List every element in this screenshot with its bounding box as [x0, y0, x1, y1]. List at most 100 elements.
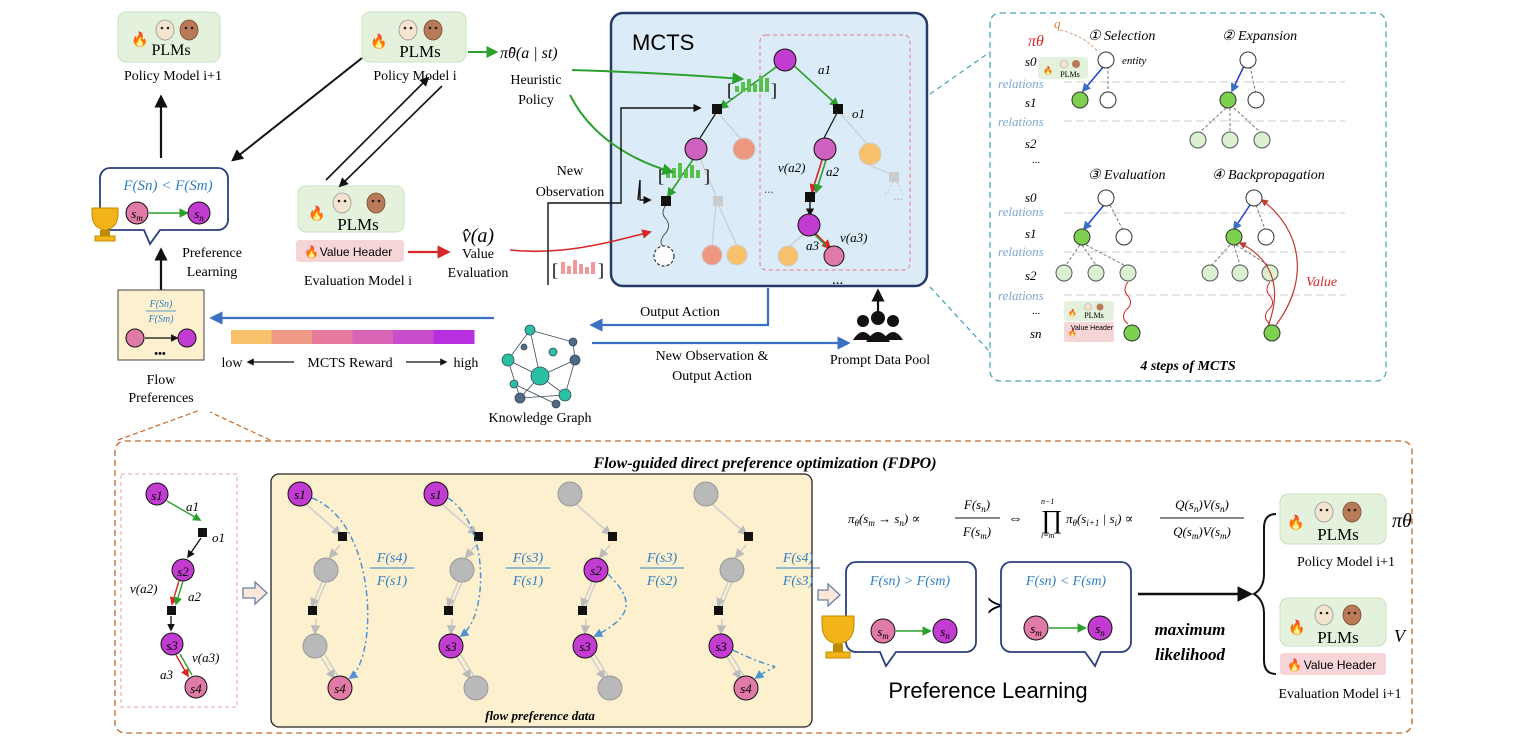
mcts-a3: a3 — [806, 238, 820, 253]
state-node — [287, 481, 313, 507]
state-node — [719, 557, 745, 583]
small-plms: PLMs — [1060, 70, 1080, 79]
bear-icon — [1342, 501, 1362, 523]
flow-edge — [310, 618, 321, 635]
step-expansion: ② Expansion — [1222, 29, 1297, 44]
preference-learning-label-2: Learning — [187, 265, 238, 280]
state-node — [583, 557, 609, 583]
flow-dots: ••• — [154, 348, 166, 360]
flow-edge — [734, 544, 747, 559]
svg-text:🔥: 🔥 — [1068, 328, 1077, 337]
alpaca-icon — [332, 192, 352, 214]
row-s1: s1 — [1025, 95, 1037, 110]
action-node — [744, 532, 753, 541]
fdpo-s3: s3 — [166, 638, 178, 653]
policy-model-next-bottom-label: Policy Model i+1 — [1297, 555, 1395, 570]
row-s2-b: s2 — [1025, 268, 1037, 283]
mcts-ellipsis-2: ... — [893, 188, 903, 203]
row-relations-3: relations — [998, 204, 1044, 219]
mcts-box: MCTS a — [609, 11, 929, 288]
row-relations-4: relations — [998, 244, 1044, 259]
evaluation-model-i-label: Evaluation Model i — [304, 274, 412, 289]
mcts-va2: v(a2) — [778, 160, 805, 175]
pref-lt: F(sn) < F(sm) — [1025, 574, 1107, 589]
svg-text:F(sm): F(sm) — [962, 524, 991, 541]
fdpo-box: Flow-guided direct preference optimizati… — [114, 440, 1413, 734]
flow-edge — [721, 581, 733, 607]
preference-learning-label: Preference — [182, 246, 242, 261]
prompt-data-pool-label: Prompt Data Pool — [830, 353, 930, 368]
flow-frac-num: F(s4) — [782, 551, 814, 566]
heuristic-formula: π̂θ(a | st) — [500, 45, 558, 62]
flow-edge — [730, 654, 745, 677]
action-node — [608, 532, 617, 541]
plms-label: PLMs — [1317, 628, 1359, 647]
flow-edge — [451, 581, 463, 607]
arrow — [325, 76, 430, 181]
state-node — [693, 481, 719, 507]
svg-text:[: [ — [727, 80, 733, 100]
action-node — [578, 606, 587, 615]
flow-frac-den: F(s1) — [376, 574, 408, 589]
state-label: s3 — [579, 639, 591, 654]
svg-text:πθ(sm → sn) ∝: πθ(sm → sn) ∝ — [848, 511, 920, 528]
state-node — [438, 633, 464, 659]
reward-segment — [433, 330, 475, 344]
fdpo-s2: s2 — [177, 564, 189, 579]
state-node — [313, 557, 339, 583]
row-s2: s2 — [1025, 136, 1037, 151]
state-node — [302, 633, 328, 659]
row-relations: relations — [998, 76, 1044, 91]
state-node — [449, 557, 475, 583]
state-label: s4 — [740, 681, 752, 696]
state-label: s2 — [590, 563, 602, 578]
arrow — [509, 229, 652, 253]
row-s0: s0 — [1025, 54, 1037, 69]
alpaca-icon — [398, 19, 418, 41]
flow-arrow — [311, 497, 369, 680]
flow-edge — [315, 581, 327, 607]
fdpo-va2: v(a2) — [130, 581, 157, 596]
evaluation-model-i: 🔥 PLMs 🔥 Value Header — [296, 185, 405, 262]
update-arrow — [231, 57, 363, 162]
mcts-reward-bar — [231, 330, 475, 344]
max-likelihood: maximum — [1155, 620, 1226, 639]
fdpo-a3: a3 — [160, 667, 174, 682]
connector — [929, 286, 991, 353]
svg-text:🔥: 🔥 — [1043, 65, 1053, 75]
knowledge-graph-icon — [501, 324, 581, 409]
svg-text:Q(sn)V(sn): Q(sn)V(sn) — [1175, 497, 1229, 514]
action-node — [714, 606, 723, 615]
value-label-2: Evaluation — [448, 266, 509, 281]
four-steps-caption: 4 steps of MCTS — [1139, 359, 1236, 374]
svg-text:sn: sn — [194, 206, 204, 223]
fire-icon: 🔥 — [1287, 514, 1304, 531]
mcts-va3: v(a3) — [840, 230, 867, 245]
row-relations-2: relations — [998, 114, 1044, 129]
v-label-bottom: V — [1394, 626, 1407, 646]
new-obs-output-label-2: Output Action — [672, 369, 752, 384]
policy-model-next: 🔥 PLMs — [117, 11, 221, 63]
alpaca-icon — [1314, 604, 1334, 626]
bear-icon — [423, 19, 443, 41]
flow-edge — [464, 544, 477, 559]
action-node — [308, 606, 317, 615]
connector — [117, 409, 201, 441]
state-label: s1 — [430, 487, 442, 502]
flow-edge — [590, 656, 606, 680]
reward-segment — [271, 330, 313, 344]
svg-text:⇔: ⇔ — [1008, 511, 1023, 527]
step-backprop: ④ Backpropagation — [1212, 168, 1325, 183]
svg-text:]: ] — [704, 166, 710, 186]
flow-edge — [585, 581, 597, 607]
fdpo-a1: a1 — [186, 499, 199, 514]
flow-data-caption: flow preference data — [485, 708, 595, 723]
flow-edge — [726, 656, 742, 680]
fire-icon: 🔥 — [1287, 658, 1302, 672]
step-evaluation: ③ Evaluation — [1088, 168, 1166, 183]
flow-frac-den: F(Sm) — [148, 314, 175, 325]
flow-frac-den: F(s1) — [512, 574, 544, 589]
state-label: s4 — [334, 681, 346, 696]
value-label-backprop: Value — [1306, 275, 1337, 290]
